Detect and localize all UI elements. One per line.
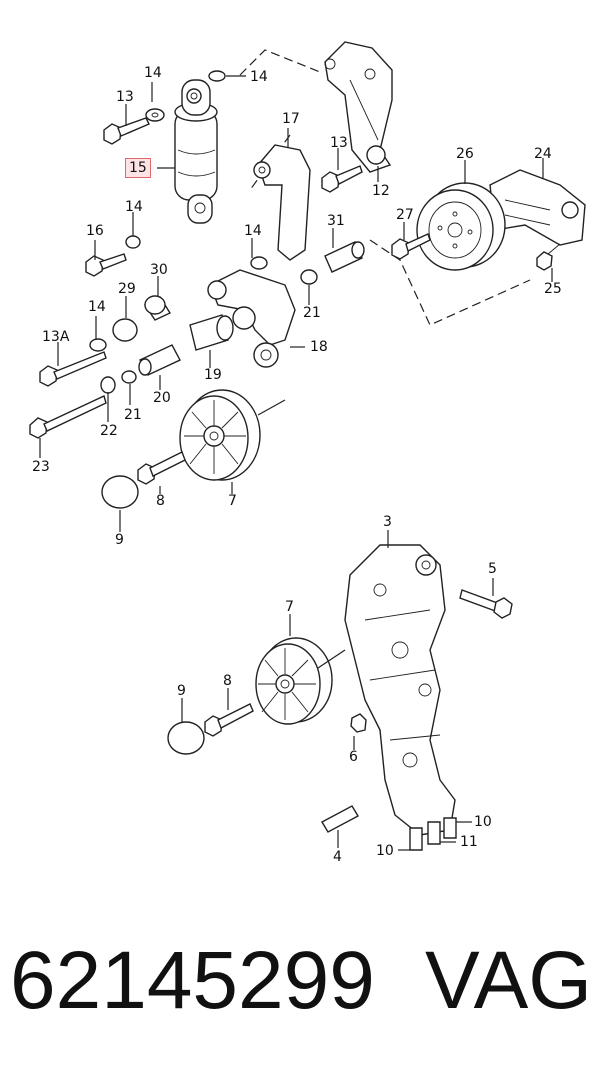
dowel-pin [321,805,359,833]
label-19: 19 [204,367,222,383]
bolt [459,589,513,619]
nut [350,713,367,733]
stud-bolts [409,817,457,851]
label-6: 6 [349,749,358,765]
label-13: 13 [330,135,348,151]
spacer-sleeve [143,295,172,321]
leader-line [317,649,346,669]
washer [208,70,226,82]
label-15-highlighted[interactable]: 15 [125,158,151,178]
label-7: 7 [285,599,294,615]
label-27: 27 [396,207,414,223]
bolt [391,233,431,260]
bearing-sleeve [189,314,234,351]
alternator-bracket [344,544,456,836]
label-10: 10 [474,814,492,830]
label-24: 24 [534,146,552,162]
bushing [324,241,365,273]
label-3: 3 [383,514,392,530]
tensioner-damper [174,79,218,224]
leader-lines [39,75,553,851]
label-14: 14 [144,65,162,81]
tensioner-arm [207,269,296,368]
label-23: 23 [32,459,50,475]
bolt [39,351,107,387]
stud-bolt [536,243,561,271]
washer [125,235,141,249]
label-14: 14 [125,199,143,215]
part-number: 62145299 [10,935,375,1026]
label-20: 20 [153,390,171,406]
label-11: 11 [460,834,478,850]
label-30: 30 [150,262,168,278]
label-4: 4 [333,849,342,865]
label-18: 18 [310,339,328,355]
washer [89,338,107,352]
brand-name: VAG [425,935,593,1026]
label-29: 29 [118,281,136,297]
label-21: 21 [303,305,321,321]
tensioner-arm-bracket [253,144,311,261]
upper-mounting-bracket [324,41,393,173]
washer [145,108,165,122]
label-9: 9 [115,532,124,548]
bearing-sleeve [138,344,181,376]
label-14: 14 [244,223,262,239]
label-5: 5 [488,561,497,577]
water-pump-pulley [416,182,506,271]
pulley-bolt [204,703,254,737]
idler-pulley [255,637,333,725]
bolt [29,395,107,439]
label-13: 13 [116,89,134,105]
assembly-dashed-line [369,239,531,326]
label-26: 26 [456,146,474,162]
label-14: 14 [250,69,268,85]
dust-cap [167,721,205,755]
label-8: 8 [156,493,165,509]
label-8: 8 [223,673,232,689]
label-7: 7 [228,493,237,509]
label-21: 21 [124,407,142,423]
label-14: 14 [88,299,106,315]
circlip [300,269,318,285]
leader-line [257,399,286,416]
pulley-bolt [137,451,186,485]
label-31: 31 [327,213,345,229]
label-22: 22 [100,423,118,439]
bolt [103,117,150,145]
assembly-dashed-line [239,49,321,76]
dust-cap [101,475,139,509]
label-17: 17 [282,111,300,127]
label-9: 9 [177,683,186,699]
spacer-sleeve [112,318,138,342]
label-16: 16 [86,223,104,239]
washer [100,376,116,394]
bolt [321,165,363,193]
label-13A: 13A [42,329,70,345]
idler-pulley [179,389,261,481]
circlip [121,370,137,384]
washer [250,256,268,270]
label-12: 12 [372,183,390,199]
label-10: 10 [376,843,394,859]
bolt [85,253,127,277]
label-25: 25 [544,281,562,297]
